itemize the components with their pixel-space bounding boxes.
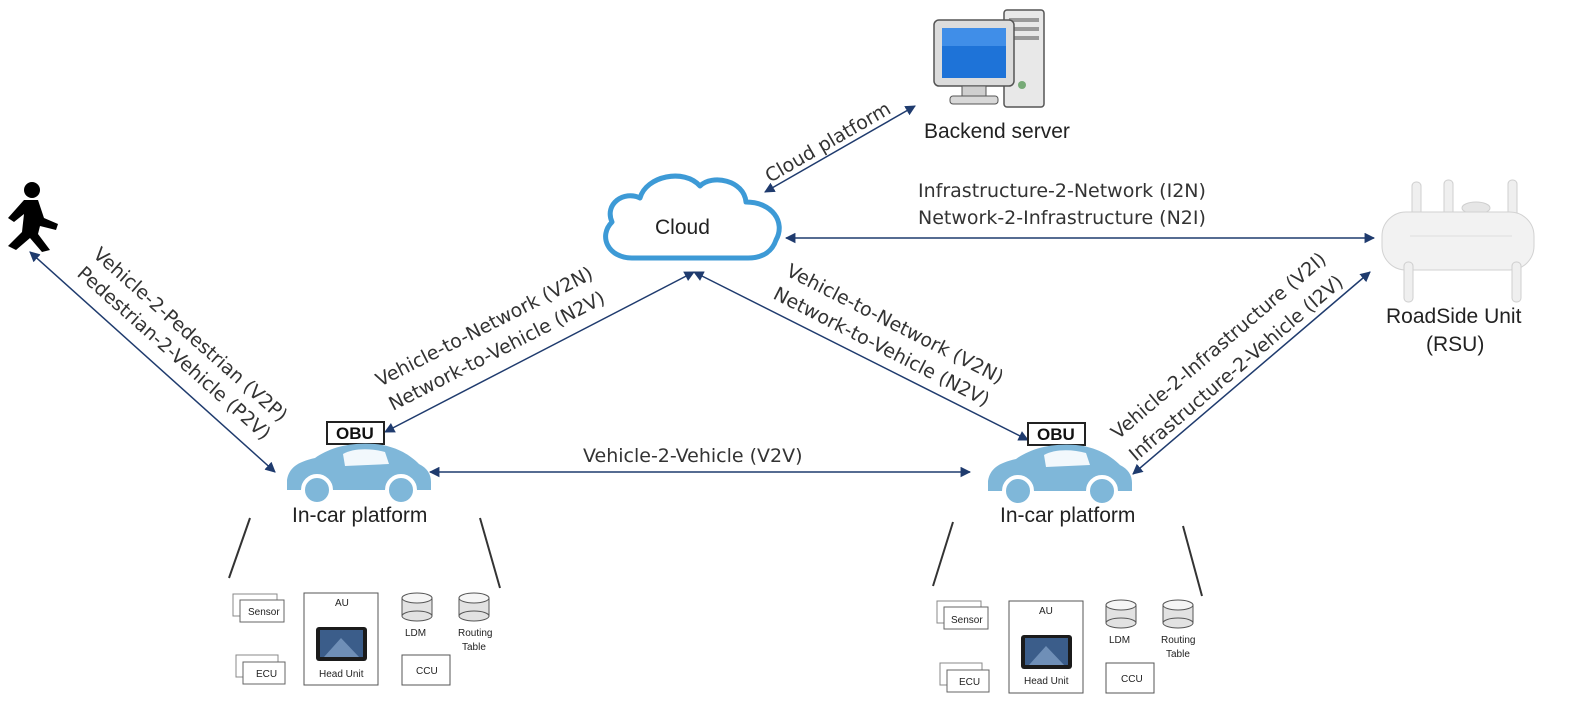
label-v2i: Vehicle-2-Infrastructure (V2I)	[1107, 248, 1331, 444]
label-v2p: Vehicle-2-Pedestrian (V2P)	[89, 243, 292, 426]
routing-table-icon	[1162, 599, 1194, 629]
car-icon-right	[986, 442, 1134, 507]
sensor-box	[239, 599, 285, 623]
pedestrian-icon	[8, 182, 58, 252]
platform-components-left: Sensor ECU AU Head Unit LDM Routing Tabl…	[232, 592, 492, 686]
au-label: AU	[1039, 606, 1053, 617]
backend-server-label: Backend server	[924, 120, 1070, 143]
sensor-label: Sensor	[951, 615, 983, 626]
label-i2n: Infrastructure-2-Network (I2N)	[918, 180, 1206, 202]
obu-box-right	[1027, 422, 1086, 446]
ecu-label: ECU	[959, 677, 980, 688]
routing-label-line2: Table	[1166, 649, 1190, 660]
zoom-line	[1182, 525, 1203, 597]
zoom-line	[932, 521, 954, 587]
zoom-line	[228, 517, 251, 579]
car-icon-left	[285, 441, 433, 506]
routing-table-icon	[458, 592, 490, 622]
ldm-label: LDM	[405, 628, 426, 639]
obu-label-right: OBU	[1037, 425, 1075, 444]
cloud-icon	[603, 173, 782, 261]
rsu-label-line2: (RSU)	[1426, 333, 1484, 356]
label-i2v: Infrastructure-2-Vehicle (I2V)	[1125, 271, 1348, 466]
arrow-v2i	[1132, 271, 1371, 475]
ecu-label: ECU	[256, 669, 277, 680]
incar-platform-label-right: In-car platform	[1000, 504, 1135, 527]
ccu-label: CCU	[1121, 674, 1143, 685]
obu-box-left	[326, 421, 385, 445]
ecu-box	[242, 661, 286, 685]
ccu-box	[401, 654, 451, 686]
label-cloud-platform: Cloud platform	[762, 98, 895, 188]
ccu-box	[1105, 662, 1155, 694]
routing-label-line1: Routing	[1161, 635, 1195, 646]
arrow-v2n-right	[693, 271, 1029, 441]
ldm-label: LDM	[1109, 635, 1130, 646]
sensor-label: Sensor	[248, 607, 280, 618]
rsu-label-line1: RoadSide Unit	[1386, 305, 1522, 328]
routing-label-line1: Routing	[458, 628, 492, 639]
arrow-v2n-left	[384, 271, 695, 433]
obu-label-left: OBU	[336, 424, 374, 443]
label-v2v: Vehicle-2-Vehicle (V2V)	[583, 445, 803, 467]
zoom-line	[479, 517, 501, 589]
sensor-box	[943, 606, 989, 630]
routing-label-line2: Table	[462, 642, 486, 653]
label-n2i: Network-2-Infrastructure (N2I)	[918, 207, 1206, 229]
ecu-box	[946, 669, 990, 693]
arrow-v2p	[29, 251, 276, 473]
head-unit-label: Head Unit	[319, 669, 364, 680]
ccu-label: CCU	[416, 666, 438, 677]
backend-server-icon	[933, 9, 1045, 108]
platform-components-right: Sensor ECU AU Head Unit LDM Routing Tabl…	[936, 599, 1195, 694]
label-p2v: Pedestrian-2-Vehicle (P2V)	[73, 262, 275, 444]
au-label: AU	[335, 598, 349, 609]
cloud-label: Cloud	[655, 216, 710, 239]
head-unit-label: Head Unit	[1024, 676, 1069, 687]
rsu-icon	[1381, 179, 1535, 303]
arrow-cloud-platform	[764, 105, 916, 193]
ldm-icon	[401, 592, 433, 622]
ldm-icon	[1105, 599, 1137, 629]
incar-platform-label-left: In-car platform	[292, 504, 427, 527]
